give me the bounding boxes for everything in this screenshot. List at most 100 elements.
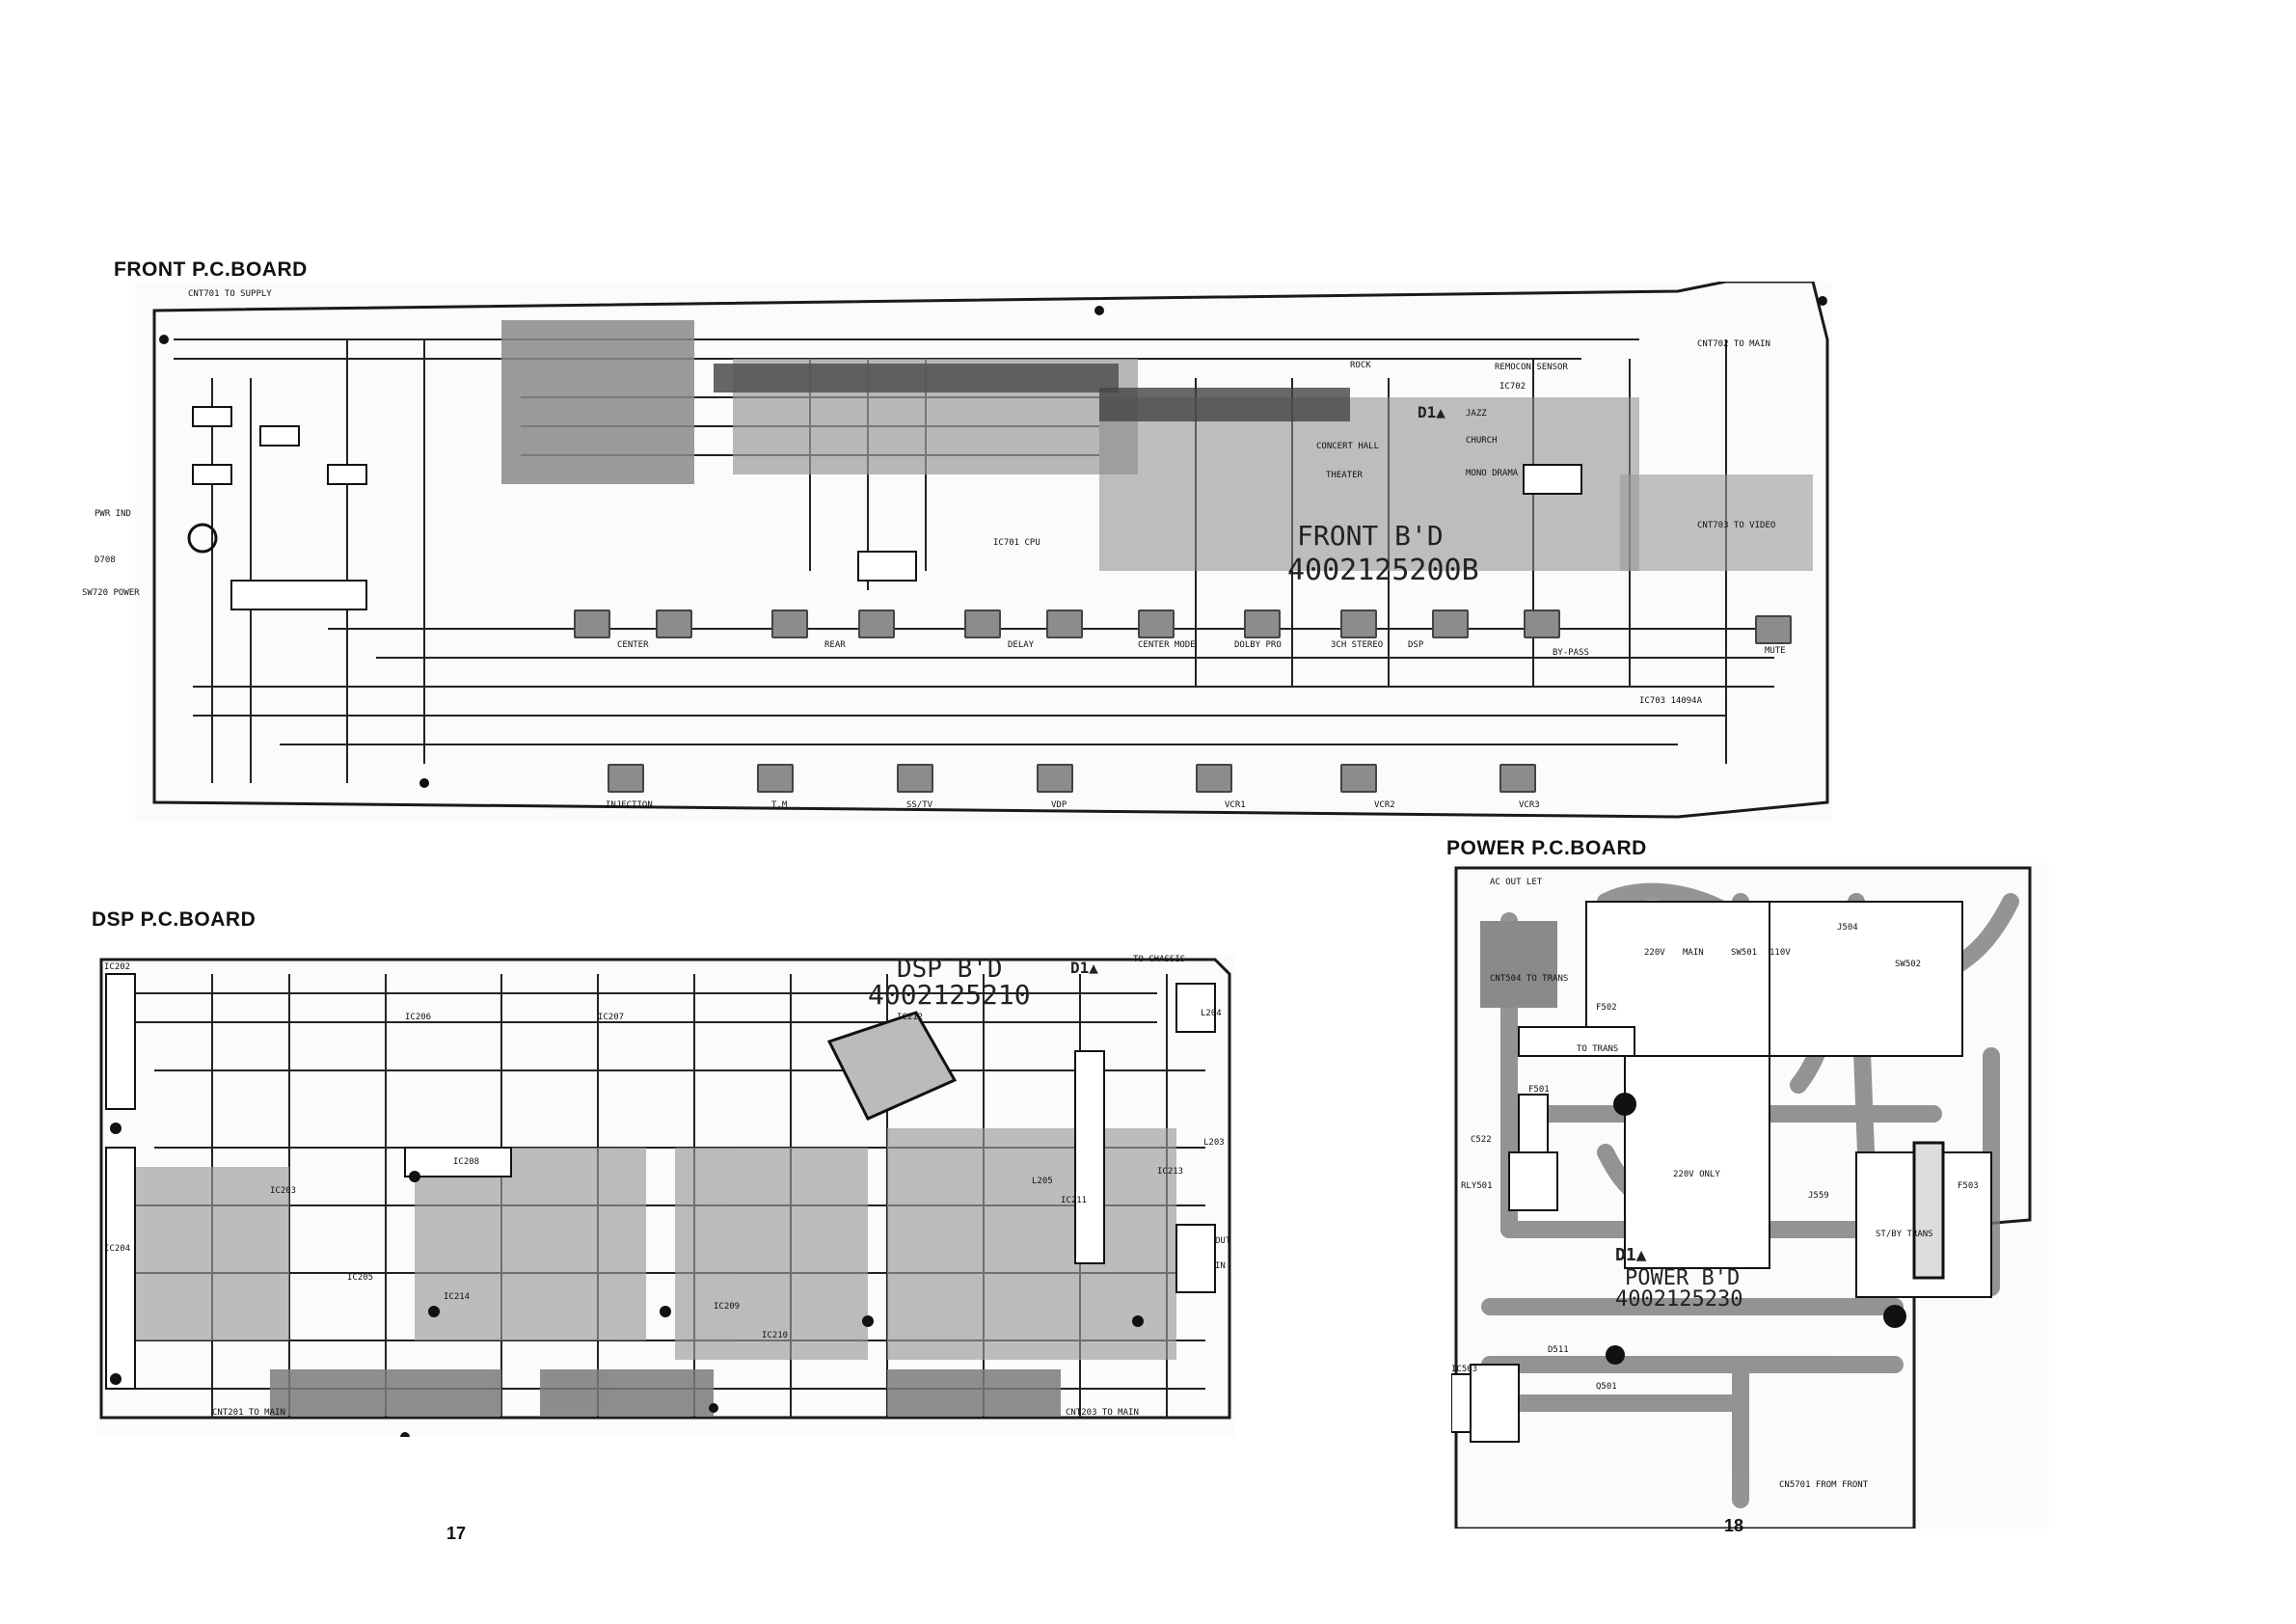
power-safety-mark: D1▲	[1615, 1245, 1647, 1265]
front-connector-cnt702: CNT702 TO MAIN	[1697, 339, 1770, 349]
switch-sw709	[1340, 609, 1377, 638]
dsp-label-ic214: IC214	[444, 1292, 471, 1302]
front-label-mono-drama: MONO DRAMA	[1466, 469, 1519, 478]
front-label-vcr3: VCR3	[1519, 800, 1540, 810]
front-connector-cnt701: CNT701 TO SUPPLY	[188, 289, 272, 299]
power-label-ac-outlet: AC OUT LET	[1490, 878, 1543, 887]
switch-sw713	[757, 764, 794, 793]
front-label-by-pass: BY-PASS	[1553, 648, 1589, 658]
dsp-label-ic210: IC210	[762, 1331, 789, 1340]
power-label-220v: 220V	[1644, 948, 1665, 958]
power-board: D1▲ POWER B'D 4002125230 CNT504 TO TRANS…	[1451, 863, 2049, 1529]
switch-sw714	[897, 764, 933, 793]
page-number-right: 18	[1724, 1516, 1744, 1535]
power-label-sw502: SW502	[1895, 960, 1922, 969]
front-label-center-mode: CENTER MODE	[1138, 640, 1196, 650]
front-label-ss-tv: SS/TV	[906, 800, 933, 810]
dsp-label-ic207: IC207	[598, 1013, 625, 1022]
front-label-jazz: JAZZ	[1466, 409, 1487, 419]
switch-sw701	[574, 609, 610, 638]
dsp-label-in: IN	[1215, 1261, 1226, 1271]
switch-sw702	[656, 609, 692, 638]
front-label-center: CENTER	[617, 640, 649, 650]
dsp-label-ic209: IC209	[714, 1302, 741, 1312]
dsp-label-ic208: IC208	[453, 1157, 480, 1167]
front-label-dolby-pro: DOLBY PRO	[1234, 640, 1282, 650]
dsp-board: DSP B'D 4002125210 D1▲ TO CHASSIS CNT201…	[96, 955, 1234, 1437]
front-label-vcr2: VCR2	[1374, 800, 1395, 810]
front-label-ic702: IC702	[1499, 382, 1526, 392]
dsp-label-l204: L204	[1201, 1009, 1222, 1018]
dsp-connector-cnt203: CNT203 TO MAIN	[1066, 1408, 1139, 1418]
front-board-traces	[152, 282, 1829, 819]
power-label-rly501: RLY501	[1461, 1181, 1493, 1191]
power-board-traces	[1451, 866, 2032, 1529]
dsp-label-ic213: IC213	[1157, 1167, 1184, 1177]
power-connector-cn5701: CN5701 FROM FRONT	[1779, 1480, 1869, 1490]
front-label-church: CHURCH	[1466, 436, 1498, 446]
switch-sw718	[1499, 764, 1536, 793]
power-label-ic503: IC503	[1451, 1365, 1478, 1374]
power-label-220v-only: 220V ONLY	[1673, 1170, 1720, 1179]
switch-sw706	[1046, 609, 1083, 638]
power-board-heading: POWER P.C.BOARD	[1446, 837, 1647, 859]
switch-sw703	[771, 609, 808, 638]
dsp-label-ic211: IC211	[1061, 1196, 1088, 1205]
power-label-sw501: SW501	[1731, 948, 1758, 958]
power-label-q501: Q501	[1596, 1382, 1617, 1392]
power-board-code: 4002125230	[1615, 1287, 1743, 1312]
dsp-board-traces	[99, 958, 1231, 1437]
power-label-f502: F502	[1596, 1003, 1617, 1013]
front-board-code: 4002125200B	[1287, 554, 1479, 587]
power-label-f501: F501	[1528, 1085, 1550, 1095]
dsp-label-ic212: IC212	[897, 1013, 924, 1022]
front-label-vdp: VDP	[1051, 800, 1067, 810]
dsp-label-l203: L203	[1203, 1138, 1225, 1148]
dsp-board-name: DSP B'D	[897, 955, 1003, 984]
power-label-110v: 110V	[1769, 948, 1791, 958]
dsp-label-ic203: IC203	[270, 1186, 297, 1196]
switch-sw717	[1340, 764, 1377, 793]
power-label-d511: D511	[1548, 1345, 1569, 1355]
front-label-rock: ROCK	[1350, 361, 1371, 370]
front-label-dsp: DSP	[1408, 640, 1424, 650]
front-label-ic701: IC701 CPU	[993, 538, 1040, 548]
power-label-to-trans: TO TRANS	[1577, 1044, 1619, 1054]
dsp-board-code: 4002125210	[868, 979, 1031, 1011]
front-label-3ch-stereo: 3CH STEREO	[1331, 640, 1384, 650]
front-label-rear: REAR	[824, 640, 846, 650]
front-label-vcr1: VCR1	[1225, 800, 1246, 810]
dsp-label-out: OUT	[1215, 1236, 1231, 1246]
front-board: FRONT B'D 4002125200B D1▲ CNT701 TO SUPP…	[82, 282, 1832, 822]
dsp-label-l205: L205	[1032, 1177, 1053, 1186]
front-label-delay: DELAY	[1008, 640, 1035, 650]
front-label-concert-hall: CONCERT HALL	[1316, 442, 1380, 451]
dsp-connector-cnt201: CNT201 TO MAIN	[212, 1408, 285, 1418]
switch-sw704	[858, 609, 895, 638]
dsp-board-heading: DSP P.C.BOARD	[92, 908, 257, 931]
switch-sw705	[964, 609, 1001, 638]
switch-sw710	[1432, 609, 1469, 638]
front-label-d708: D708	[95, 555, 116, 565]
power-label-main: MAIN	[1683, 948, 1704, 958]
dsp-label-ic205: IC205	[347, 1273, 374, 1283]
switch-sw711	[1524, 609, 1560, 638]
front-label-power-switch: SW720 POWER	[82, 588, 140, 598]
switch-sw712	[608, 764, 644, 793]
front-label-theater: THEATER	[1326, 471, 1363, 480]
power-label-st-by-trans: ST/BY TRANS	[1876, 1230, 1933, 1239]
switch-sw716	[1196, 764, 1232, 793]
switch-sw708	[1244, 609, 1281, 638]
front-label-remocon: REMOCON SENSOR	[1495, 363, 1568, 372]
page-number-left: 17	[446, 1524, 467, 1543]
dsp-label-ic206: IC206	[405, 1013, 432, 1022]
switch-sw707	[1138, 609, 1175, 638]
power-label-j559: J559	[1808, 1191, 1829, 1201]
switch-sw719	[1755, 615, 1792, 644]
front-label-injection: INJECTION	[606, 800, 653, 810]
power-connector-cnt504: CNT504 TO TRANS	[1490, 974, 1569, 984]
front-board-name: FRONT B'D	[1297, 520, 1444, 552]
front-label-ic703: IC703 14094A	[1639, 696, 1703, 706]
dsp-label-ic202: IC202	[104, 962, 131, 972]
